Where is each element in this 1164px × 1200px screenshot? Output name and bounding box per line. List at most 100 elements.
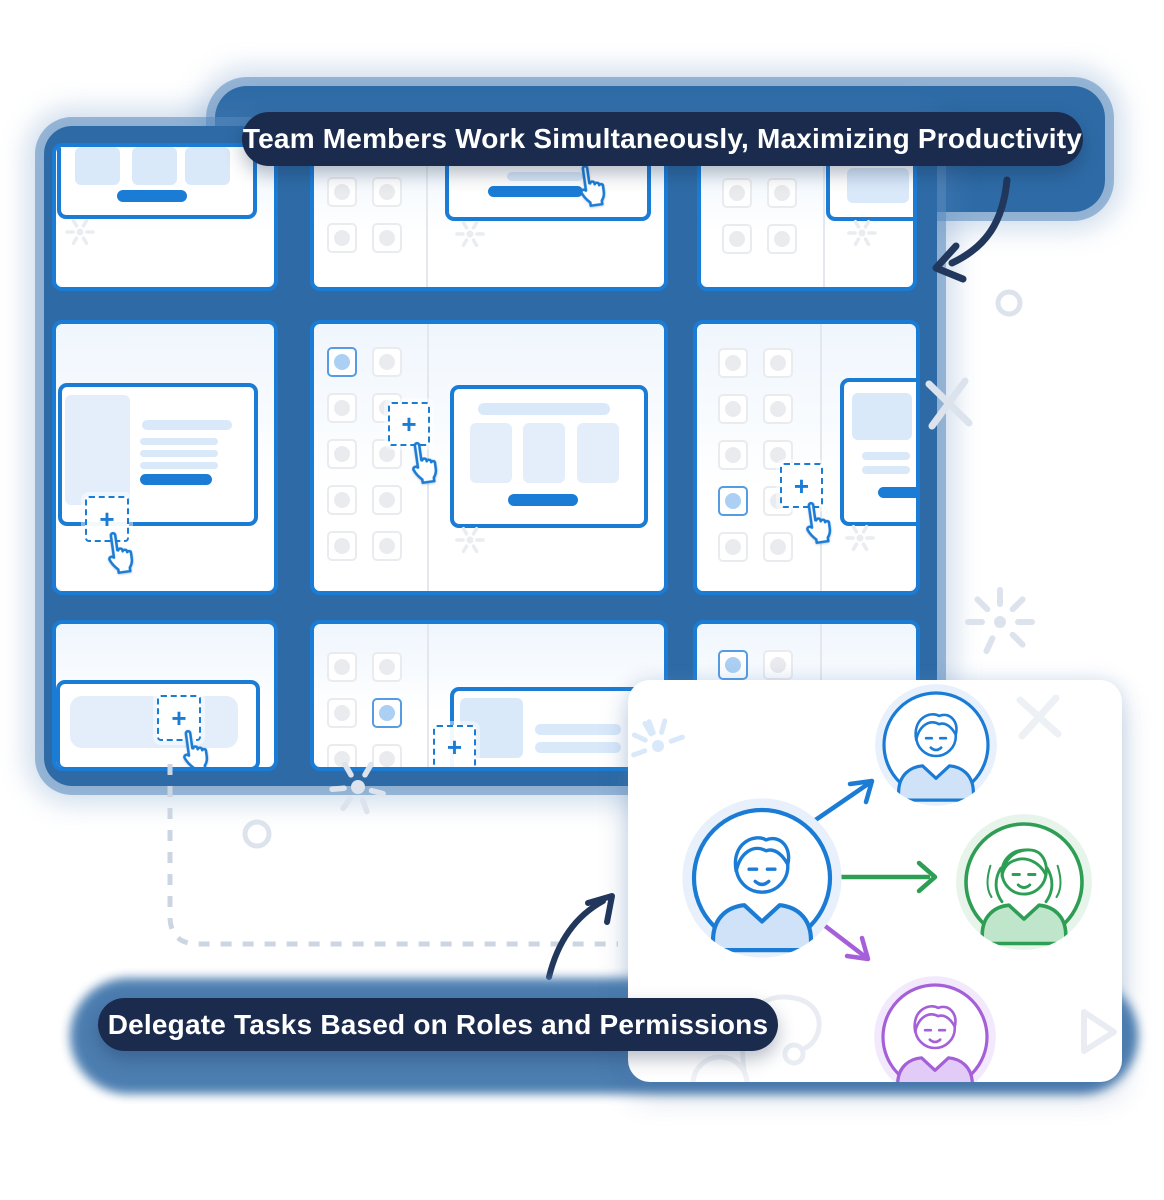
thumbnail-dot — [725, 493, 741, 509]
divider — [426, 147, 428, 287]
thumbnail-selected — [372, 698, 402, 728]
thumbnail-dot — [334, 659, 350, 675]
thumbnail-dot — [729, 231, 745, 247]
delegate-avatar-purple — [874, 976, 996, 1082]
thumbnail — [718, 440, 748, 470]
thumbnail-dot — [334, 751, 350, 767]
thumbnail-dot — [770, 401, 786, 417]
delegate-avatar-blue — [875, 684, 997, 806]
thumbnail-dot — [334, 446, 350, 462]
button-placeholder — [508, 494, 578, 506]
plus-box-icon: + — [433, 725, 476, 767]
thumbnail-dot — [379, 538, 395, 554]
text-line-placeholder — [488, 186, 583, 197]
thumbnail-list — [327, 177, 402, 253]
thumbnail-dot — [379, 492, 395, 508]
divider — [823, 147, 825, 287]
thumbnail — [763, 650, 793, 680]
image-placeholder — [852, 393, 912, 440]
mockup-screen-4: + — [52, 320, 278, 595]
mockup-screen-7: + — [52, 620, 278, 771]
sparkle-icon — [965, 587, 1035, 654]
image-placeholder — [847, 168, 909, 203]
divider — [427, 624, 429, 767]
text-line-placeholder — [140, 438, 218, 445]
manager-avatar-blue — [682, 798, 842, 958]
thumbnail-selected — [718, 486, 748, 516]
thumbnail-dot — [774, 185, 790, 201]
thumbnail-list — [718, 650, 793, 680]
text-line-placeholder — [140, 462, 218, 469]
tab-placeholder — [185, 147, 230, 185]
thumbnail — [718, 348, 748, 378]
text-line-placeholder — [862, 466, 910, 474]
image-placeholder — [65, 395, 130, 505]
thumbnail-dot — [770, 355, 786, 371]
thumbnail — [327, 223, 357, 253]
column-placeholder — [470, 423, 512, 483]
thumbnail — [763, 394, 793, 424]
hand-cursor-icon — [170, 725, 216, 771]
thumbnail-dot — [725, 355, 741, 371]
circle-icon — [690, 1054, 750, 1082]
column-placeholder — [523, 423, 565, 483]
thumbnail — [327, 439, 357, 469]
thumbnail — [372, 223, 402, 253]
thumbnail-dot — [770, 657, 786, 673]
thumbnail — [372, 744, 402, 767]
arrow-green — [830, 860, 938, 894]
thumbnail-dot — [379, 446, 395, 462]
hand-cursor-icon — [567, 160, 613, 211]
thumbnail — [372, 347, 402, 377]
thumbnail-dot — [334, 184, 350, 200]
thumbnail-list — [718, 348, 793, 562]
thumbnail-dot — [379, 184, 395, 200]
thumbnail — [327, 744, 357, 767]
banner-bottom: Delegate Tasks Based on Roles and Permis… — [98, 998, 778, 1051]
mockup-card — [450, 385, 648, 528]
circle-icon — [242, 819, 272, 849]
mockup-screen-1 — [52, 143, 278, 291]
button-placeholder — [140, 474, 212, 485]
thumbnail — [722, 224, 752, 254]
text-line-placeholder — [507, 172, 583, 181]
header-placeholder — [478, 403, 610, 415]
mockup-screen-5: + — [310, 320, 668, 595]
circle-icon — [995, 289, 1023, 317]
thumbnail-selected — [718, 650, 748, 680]
plus-sign: + — [99, 504, 115, 534]
plus-sign: + — [793, 470, 810, 501]
thumbnail — [327, 393, 357, 423]
x-mark-icon — [1016, 694, 1062, 740]
thumbnail-dot — [334, 400, 350, 416]
sparkle-icon — [631, 718, 685, 758]
thumbnail-dot — [774, 231, 790, 247]
input-placeholder — [70, 696, 238, 748]
thumbnail-dot — [725, 657, 741, 673]
thumbnail — [372, 177, 402, 207]
thumbnail-dot — [725, 447, 741, 463]
delegation-illustration — [631, 684, 1117, 1082]
thumbnail-list — [327, 347, 402, 561]
thumbnail-dot — [729, 185, 745, 201]
arrow-blue — [811, 778, 875, 824]
mockup-grid: + + + — [44, 126, 937, 786]
text-line-placeholder — [535, 724, 621, 735]
hand-cursor-icon — [95, 527, 141, 578]
thumbnail-dot — [770, 539, 786, 555]
mockup-card — [840, 378, 916, 526]
thumbnail — [327, 177, 357, 207]
thumbnail-dot — [725, 539, 741, 555]
delegate-avatar-green — [956, 814, 1092, 950]
button-placeholder — [117, 190, 187, 202]
thumbnail — [372, 531, 402, 561]
hand-cursor-icon — [399, 437, 445, 488]
thumbnail — [767, 224, 797, 254]
thumbnail — [327, 485, 357, 515]
thumbnail — [327, 531, 357, 561]
thumbnail-dot — [725, 401, 741, 417]
thumbnail-dot — [379, 751, 395, 767]
thumbnail-dot — [334, 230, 350, 246]
text-line-placeholder — [140, 450, 218, 457]
